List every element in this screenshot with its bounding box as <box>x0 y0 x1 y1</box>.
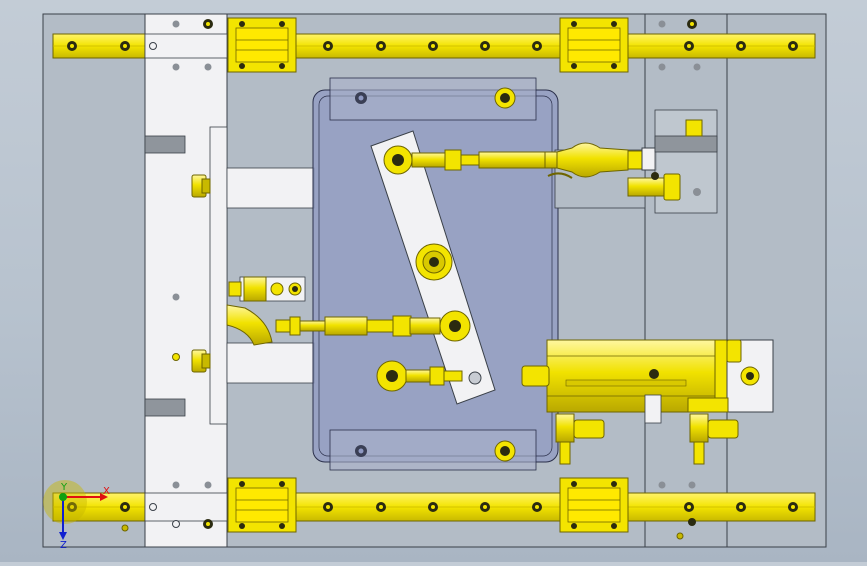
top-carriage-right[interactable] <box>559 17 629 73</box>
bottom-carriage-left[interactable] <box>227 477 297 533</box>
y-axis-dot <box>59 493 67 501</box>
z-axis-label: Z <box>60 540 67 551</box>
left-elbow-fitting[interactable] <box>226 304 273 346</box>
upper-right-fitting[interactable] <box>627 172 681 201</box>
y-axis-label: Y <box>60 482 68 493</box>
lower-right-cylinder[interactable] <box>521 339 774 413</box>
z-axis-arrowhead <box>59 532 67 540</box>
plate-bolts <box>355 87 516 462</box>
left-cylinder-bracket[interactable] <box>228 276 306 302</box>
bottom-carriage-right[interactable] <box>559 477 629 533</box>
left-plate-holes <box>149 19 213 529</box>
left-side-fittings[interactable] <box>191 174 211 373</box>
upper-cylinder-head[interactable] <box>547 142 657 179</box>
right-plate-holes <box>658 19 701 489</box>
left-connector-blocks <box>226 167 315 384</box>
x-axis-arrowhead <box>100 493 108 501</box>
coordinate-triad: X Y Z <box>43 480 110 551</box>
top-rail-screw-holes <box>67 41 798 51</box>
middle-tie-rod[interactable] <box>275 310 471 342</box>
upper-tie-rod[interactable] <box>383 145 558 175</box>
top-carriage-left[interactable] <box>227 17 297 73</box>
x-axis-label: X <box>103 486 110 497</box>
lower-push-fittings[interactable] <box>555 397 739 465</box>
pivot-bearing[interactable] <box>415 243 453 281</box>
right-side-bracket <box>644 394 662 424</box>
left-slide-plate[interactable] <box>144 13 228 548</box>
lower-tie-rod[interactable] <box>376 360 463 392</box>
